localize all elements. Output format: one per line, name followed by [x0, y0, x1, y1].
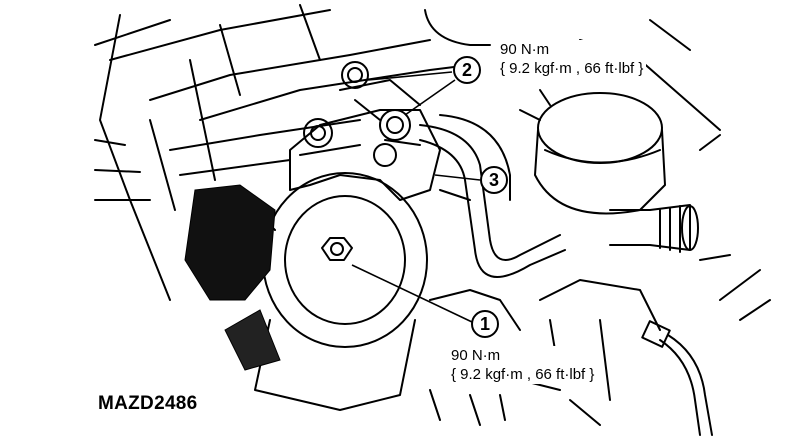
bracket-bolt	[347, 67, 363, 83]
leader-line	[404, 79, 456, 116]
leader-line	[434, 174, 481, 181]
frame-line	[179, 159, 291, 176]
canister-body	[534, 129, 666, 215]
oil-hose	[439, 189, 471, 201]
frame-line	[519, 89, 551, 121]
callout-2: 2	[453, 56, 481, 84]
callout-3: 3	[480, 166, 508, 194]
figure-code: MAZD2486	[98, 393, 198, 414]
callout-number: 3	[489, 170, 499, 190]
oil-hose	[419, 139, 566, 278]
bracket-bolt	[373, 143, 397, 167]
sensor-cable	[659, 339, 701, 436]
bracket-outline	[339, 79, 421, 121]
torque-value: 90 N·m	[451, 347, 501, 364]
bracket-rib	[299, 139, 421, 156]
oil-filter-rim	[284, 195, 406, 325]
canister-ring	[544, 149, 661, 164]
torque-value: 90 N·m	[500, 41, 550, 58]
oil-hose	[419, 124, 561, 261]
torque-conversion: { 9.2 kgf·m , 66 ft·lbf }	[451, 366, 595, 383]
frame-line	[149, 59, 216, 211]
bracket-bolt	[303, 118, 333, 148]
frame-line	[199, 64, 471, 121]
frame-line	[94, 139, 151, 201]
bracket-bolt	[341, 61, 369, 89]
frame-line	[719, 269, 771, 321]
leader-line	[367, 71, 453, 81]
frame-line	[539, 279, 661, 331]
shaded-bracket	[224, 309, 281, 371]
torque-conversion: { 9.2 kgf·m , 66 ft·lbf }	[500, 60, 644, 77]
bracket-outline	[289, 109, 441, 201]
bracket-bolt	[310, 125, 326, 141]
pipe	[609, 204, 691, 251]
callout-number: 2	[462, 60, 472, 80]
drain-bolt	[321, 237, 353, 261]
frame-line	[169, 119, 361, 151]
callout-number: 1	[480, 314, 490, 334]
oil-filter-side	[254, 319, 416, 411]
leader-line	[351, 264, 473, 323]
frame-line	[699, 134, 731, 261]
pipe-end	[681, 205, 699, 251]
callout-1: 1	[471, 310, 499, 338]
frame-line	[94, 9, 331, 61]
sensor-connector	[641, 320, 671, 348]
sensor-cable	[667, 334, 713, 436]
oil-hose	[439, 114, 511, 201]
pipe-flange	[659, 205, 681, 253]
shaded-bracket	[184, 184, 276, 301]
drain-bolt	[330, 242, 344, 256]
frame-line	[99, 14, 171, 301]
torque-spec-bottom: 90 N·m { 9.2 kgf·m , 66 ft·lbf }	[448, 346, 598, 384]
frame-line	[219, 4, 321, 96]
frame-line	[424, 9, 491, 46]
frame-line	[149, 39, 431, 101]
canister-top	[537, 92, 663, 164]
frame-line	[429, 389, 601, 426]
torque-spec-top: 90 N·m { 9.2 kgf·m , 66 ft·lbf }	[497, 40, 647, 78]
bracket-bolt	[386, 116, 404, 134]
frame-line	[429, 289, 521, 331]
bracket-bolt	[379, 109, 411, 141]
